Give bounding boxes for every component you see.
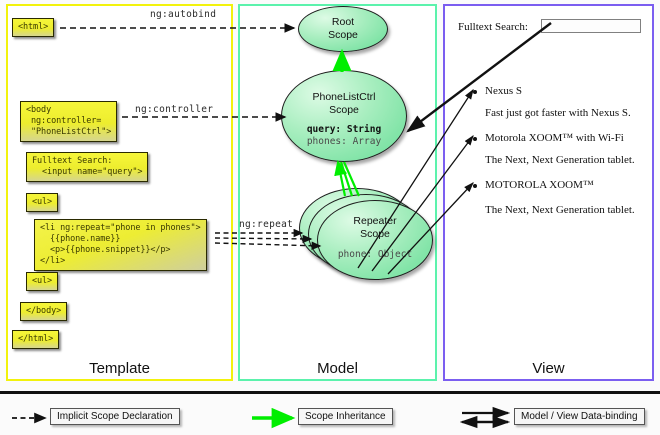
list-bullet bbox=[473, 184, 477, 188]
code-box-ul-close: <ul> bbox=[26, 272, 59, 291]
code-box-html-open: <html> bbox=[12, 18, 55, 37]
scope-prop-query: query: String bbox=[306, 124, 382, 135]
code-box-li-repeat: <li ng:repeat="phone in phones"> {{phone… bbox=[34, 219, 207, 271]
phone-name: MOTOROLA XOOM™ bbox=[485, 179, 594, 191]
scope-prop-phones: phones: Array bbox=[306, 136, 382, 148]
search-input[interactable] bbox=[541, 19, 641, 33]
fulltext-search-label: Fulltext Search: bbox=[458, 21, 528, 33]
panel-label-model: Model bbox=[317, 360, 358, 377]
code-box-ul-open: <ul> bbox=[26, 193, 59, 212]
legend-scope-inheritance: Scope Inheritance bbox=[298, 408, 393, 425]
view-content: Fulltext Search: Nexus S Fast just got f… bbox=[443, 4, 654, 381]
legend-divider bbox=[0, 391, 660, 394]
phone-snippet: The Next, Next Generation tablet. bbox=[485, 204, 635, 216]
phone-name: Motorola XOOM™ with Wi-Fi bbox=[485, 132, 624, 144]
scope-repeater-props: phone: Object bbox=[337, 249, 413, 260]
phone-name: Nexus S bbox=[485, 85, 522, 97]
list-bullet bbox=[473, 137, 477, 141]
code-box-html-close: </html> bbox=[12, 330, 60, 349]
phone-snippet: Fast just got faster with Nexus S. bbox=[485, 107, 631, 119]
code-box-body-close: </body> bbox=[20, 302, 68, 321]
code-box-body-open: <body ng:controller= "PhoneListCtrl"> bbox=[20, 101, 118, 142]
legend-model-view-data-binding: Model / View Data-binding bbox=[514, 408, 645, 425]
panel-label-view: View bbox=[532, 360, 565, 377]
phone-snippet: The Next, Next Generation tablet. bbox=[485, 154, 635, 166]
edge-label-ng-controller: ng:controller bbox=[135, 104, 214, 115]
legend-implicit-scope-declaration: Implicit Scope Declaration bbox=[50, 408, 180, 425]
code-box-search: Fulltext Search: <input name="query"> bbox=[26, 152, 149, 182]
edge-label-ng-autobind: ng:autobind bbox=[150, 9, 217, 20]
edge-label-ng-repeat: ng:repeat bbox=[239, 219, 294, 230]
panel-label-template: Template bbox=[89, 360, 150, 377]
list-bullet bbox=[473, 90, 477, 94]
